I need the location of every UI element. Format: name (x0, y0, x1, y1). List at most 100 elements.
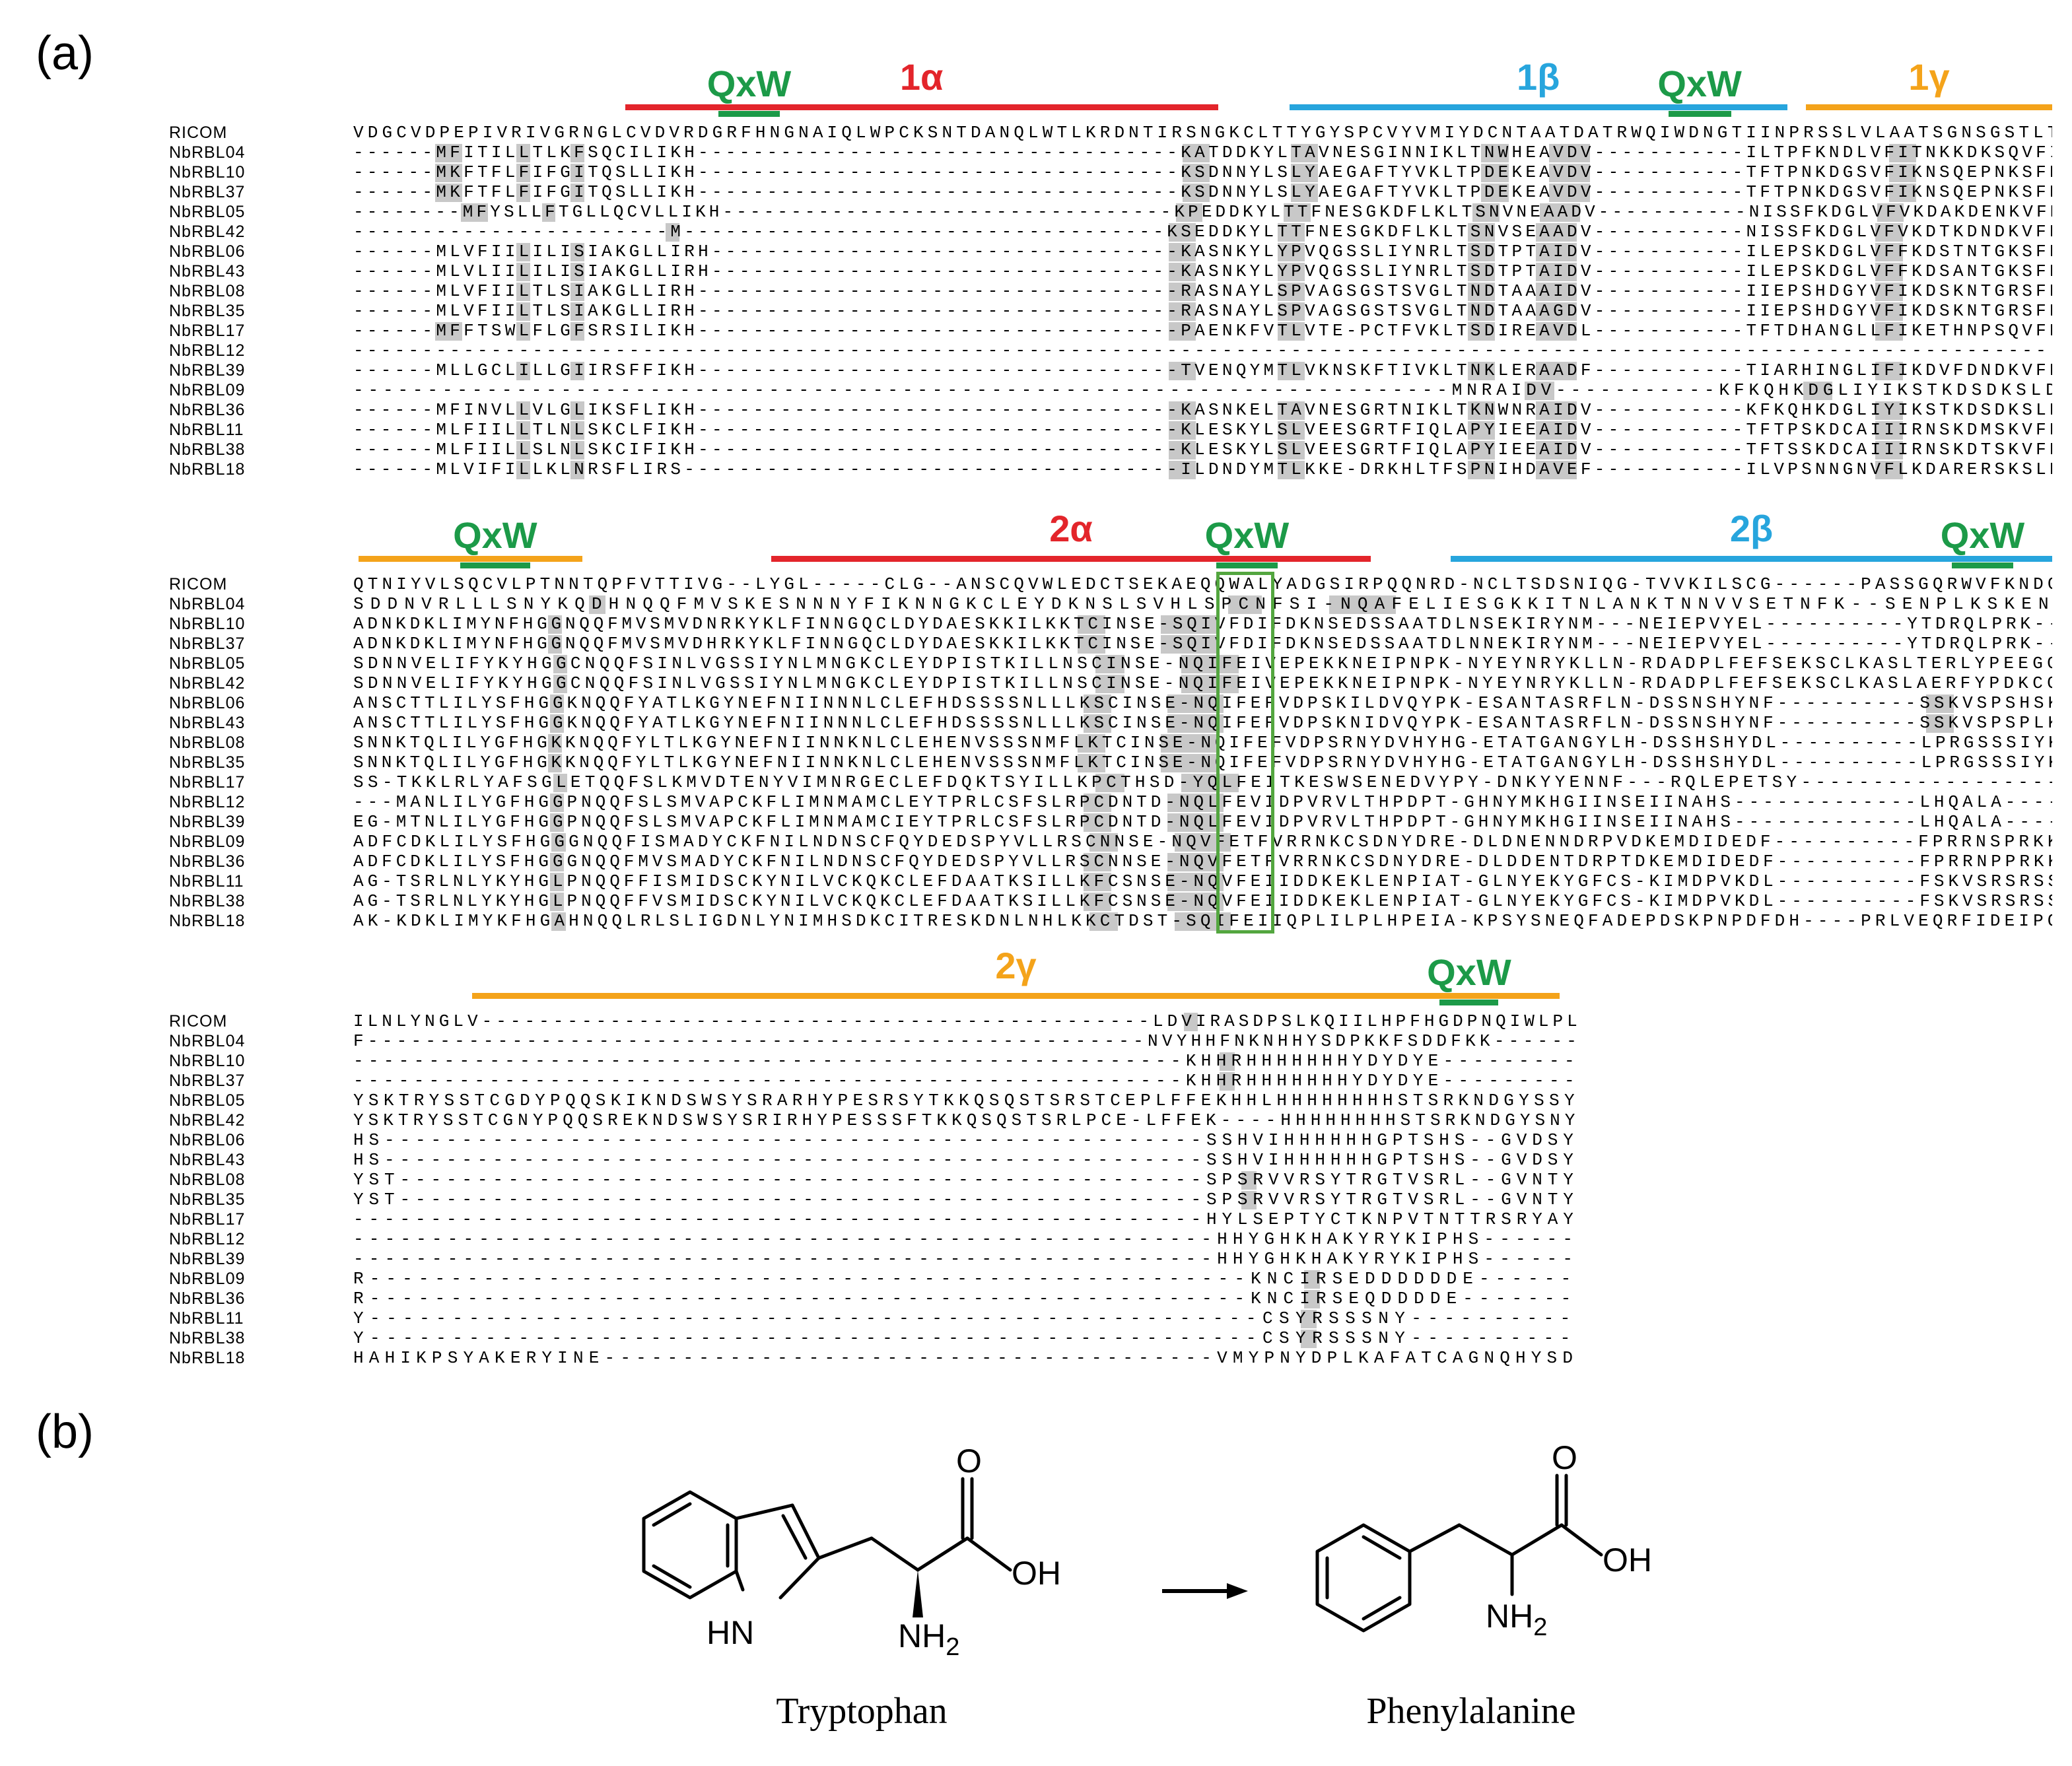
conservation-shade (588, 595, 606, 614)
conservation-shade (1245, 912, 1274, 931)
conservation-shade (1386, 322, 1414, 341)
sequence-name: NbRBL39 (169, 361, 246, 380)
feature-bar-qxw (1668, 111, 1731, 117)
conservation-shade (592, 714, 620, 733)
sequence-name: NbRBL42 (169, 1111, 246, 1130)
conservation-shade (1958, 203, 1985, 222)
conservation-shade (1236, 144, 1264, 162)
conservation-shade (1095, 655, 1124, 673)
trp-nh2-atom: NH2 (898, 1617, 959, 1661)
conservation-shade (1891, 382, 1921, 400)
panel-label-b: (b) (36, 1406, 94, 1458)
conservation-shade (1821, 184, 1849, 202)
sequence-name: NbRBL09 (169, 1270, 246, 1288)
conservation-shade (1095, 675, 1124, 693)
conservation-shade (1169, 401, 1196, 420)
sequence-row: ----------------------------------------… (353, 380, 2052, 400)
sequence-row: ----------------------------------------… (353, 1249, 1578, 1269)
feature-bar-gamma (1805, 104, 2052, 110)
conservation-shade (1253, 774, 1282, 792)
sequence-row: HS--------------------------------------… (353, 1150, 1578, 1170)
conservation-shade (1970, 144, 1998, 162)
conservation-shade (454, 595, 488, 614)
feature-label-qxw: QxW (1657, 63, 1742, 104)
sequence-name: NbRBL04 (169, 595, 246, 613)
conservation-shade (1807, 401, 1835, 420)
conservation-shade (434, 461, 462, 479)
feature-label-beta: 2β (1729, 508, 1774, 549)
conservation-shade (774, 714, 803, 733)
feature-label-gamma: 2γ (995, 945, 1037, 986)
conservation-shade (516, 322, 530, 341)
conservation-shade (1467, 441, 1496, 459)
conservation-shade (1956, 322, 1985, 341)
conservation-shade (1277, 283, 1305, 301)
conservation-shade (1956, 283, 1985, 301)
conservation-shade (1223, 362, 1251, 380)
conservation-shade (353, 873, 382, 891)
conservation-shade (1300, 1330, 1317, 1348)
conservation-shade (551, 912, 566, 931)
conservation-shade (872, 813, 915, 832)
conservation-shade (570, 144, 584, 162)
sequence-row: ILNLYNGLV-------------------------------… (353, 1011, 1578, 1031)
conservation-shade (437, 813, 466, 832)
conservation-shade (781, 655, 810, 673)
conservation-shade (1169, 362, 1196, 380)
sequence-row: YST-------------------------------------… (353, 1170, 1578, 1190)
conservation-shade (1386, 302, 1414, 321)
conservation-shade (1245, 833, 1274, 852)
conservation-shade (1169, 223, 1196, 242)
sequence-row: Y---------------------------------------… (353, 1308, 1578, 1328)
conservation-shade (461, 203, 489, 222)
conservation-shade (1386, 223, 1414, 242)
conservation-shade (434, 144, 462, 162)
conservation-shade (639, 322, 693, 341)
sequence-name: NbRBL38 (169, 440, 246, 459)
sequence-name: NbRBL39 (169, 1250, 246, 1268)
conservation-shade (1386, 461, 1414, 479)
conservation-shade (553, 675, 568, 693)
sequence-name: NbRBL04 (169, 1032, 246, 1050)
conservation-shade (774, 695, 803, 713)
trp-o-atom: O (956, 1443, 982, 1479)
feature-label-beta: 1β (1516, 56, 1560, 98)
sequence-row: ----------------------------------------… (353, 1229, 1578, 1249)
sequence-name: NbRBL12 (169, 341, 246, 360)
conservation-shade (639, 401, 693, 420)
conservation-shade (1549, 184, 1591, 202)
conservation-shade (1875, 223, 1903, 242)
phe-nh2-atom: NH2 (1486, 1598, 1547, 1641)
conservation-shade (434, 243, 462, 261)
conservation-shade (639, 164, 693, 182)
conservation-shade (1083, 714, 1112, 733)
conservation-shade (592, 813, 620, 832)
conservation-shade (1807, 302, 1835, 321)
sequence-name: NbRBL43 (169, 262, 246, 281)
sequence-row: F---------------------------------------… (353, 1031, 1578, 1051)
conservation-shade (1169, 461, 1196, 479)
conservation-shade (1223, 283, 1251, 301)
conservation-shade (1291, 184, 1319, 202)
conservation-shade (1956, 302, 1985, 321)
sequence-name: NbRBL06 (169, 242, 246, 261)
conservation-shade (1169, 421, 1196, 440)
feature-label-alpha: 1α (899, 56, 944, 98)
sequence-name: NbRBL35 (169, 1190, 246, 1209)
sequence-name: NbRBL36 (169, 852, 246, 871)
conservation-shade (1391, 203, 1419, 222)
conservation-shade (434, 322, 462, 341)
conservation-shade (1277, 223, 1305, 242)
sequence-row: ------MLFIILLSLNLSKCIFIKH---------------… (353, 440, 2052, 459)
feature-bar-qxw (1952, 562, 2013, 568)
conservation-shade (650, 203, 718, 222)
feature-bar-alpha (771, 556, 1371, 562)
conservation-shade (1329, 595, 1397, 614)
sequence-row: ------MLVLIILILISIAKGLLIRH--------------… (353, 261, 2052, 281)
sequence-row: Y---------------------------------------… (353, 1328, 1578, 1348)
conservation-shade (570, 263, 584, 281)
conservation-shade (516, 421, 530, 440)
conservation-shade (592, 893, 620, 911)
conservation-shade (1174, 833, 1231, 852)
conservation-shade (1535, 362, 1577, 380)
